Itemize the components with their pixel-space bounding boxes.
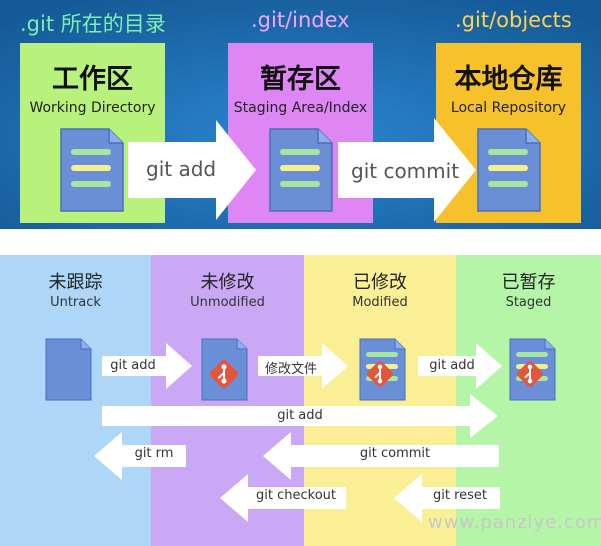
watermark: www.panziye.com — [428, 512, 601, 533]
document-icon — [477, 128, 541, 212]
state-title: 未修改 — [200, 272, 255, 293]
state-title: 未跟踪 — [48, 272, 103, 293]
git-tracked-file-icon — [201, 338, 248, 401]
area-subtitle: Local Repository — [450, 100, 567, 116]
git-checkout-arrow — [220, 474, 346, 522]
area-title: 暂存区 — [260, 64, 341, 95]
transition-label: git commit — [359, 446, 431, 461]
git-logo-icon — [367, 361, 393, 387]
git-logo-icon — [209, 359, 239, 389]
long-git-add-arrow — [102, 394, 498, 438]
untracked-to-unmodified-arrow — [102, 343, 192, 389]
transition-label: 修改文件 — [264, 362, 317, 377]
git-add-arrow — [128, 120, 256, 220]
modified-to-staged-arrow — [418, 343, 502, 389]
git-commit-label: git commit — [351, 159, 460, 183]
transition-label: git checkout — [256, 488, 336, 503]
state-subtitle: Staged — [505, 295, 552, 310]
unmodified-to-modified-arrow — [258, 343, 348, 389]
state-title: 已修改 — [353, 272, 407, 293]
git-commit-arrow — [338, 118, 476, 222]
git-commit-back-arrow — [263, 432, 499, 480]
document-icon — [269, 128, 333, 212]
transition-label: git reset — [432, 488, 488, 503]
area-location-label: .git 所在的目录 — [20, 12, 166, 36]
transition-label: git add — [110, 358, 156, 373]
transition-label: git rm — [134, 446, 174, 461]
git-areas-panel: .git 所在的目录 .git/index .git/objects 工作区 W… — [0, 0, 601, 229]
git-rm-arrow — [94, 432, 186, 480]
area-location-label: .git/objects — [455, 8, 572, 32]
area-title: 本地仓库 — [454, 64, 563, 95]
area-location-label: .git/index — [251, 8, 350, 32]
staged-file-icon — [509, 338, 556, 401]
state-title: 已暂存 — [501, 272, 556, 293]
document-icon — [60, 128, 124, 212]
git-reset-arrow — [394, 474, 500, 522]
state-subtitle: Untrack — [50, 295, 101, 310]
area-title: 工作区 — [52, 64, 133, 95]
git-add-label: git add — [146, 157, 217, 181]
git-logo-icon — [517, 361, 543, 387]
transition-label: git add — [429, 358, 475, 373]
area-subtitle: Staging Area/Index — [233, 100, 368, 116]
local-repository-box: 本地仓库 Local Repository — [436, 43, 581, 223]
untracked-file-icon — [45, 338, 92, 401]
modified-file-icon — [359, 338, 406, 401]
working-directory-box: 工作区 Working Directory — [20, 43, 165, 223]
state-subtitle: Modified — [352, 295, 408, 310]
transition-label: git add — [277, 408, 323, 423]
state-subtitle: Unmodified — [190, 295, 265, 310]
area-subtitle: Working Directory — [29, 100, 156, 116]
section-divider — [0, 229, 601, 255]
